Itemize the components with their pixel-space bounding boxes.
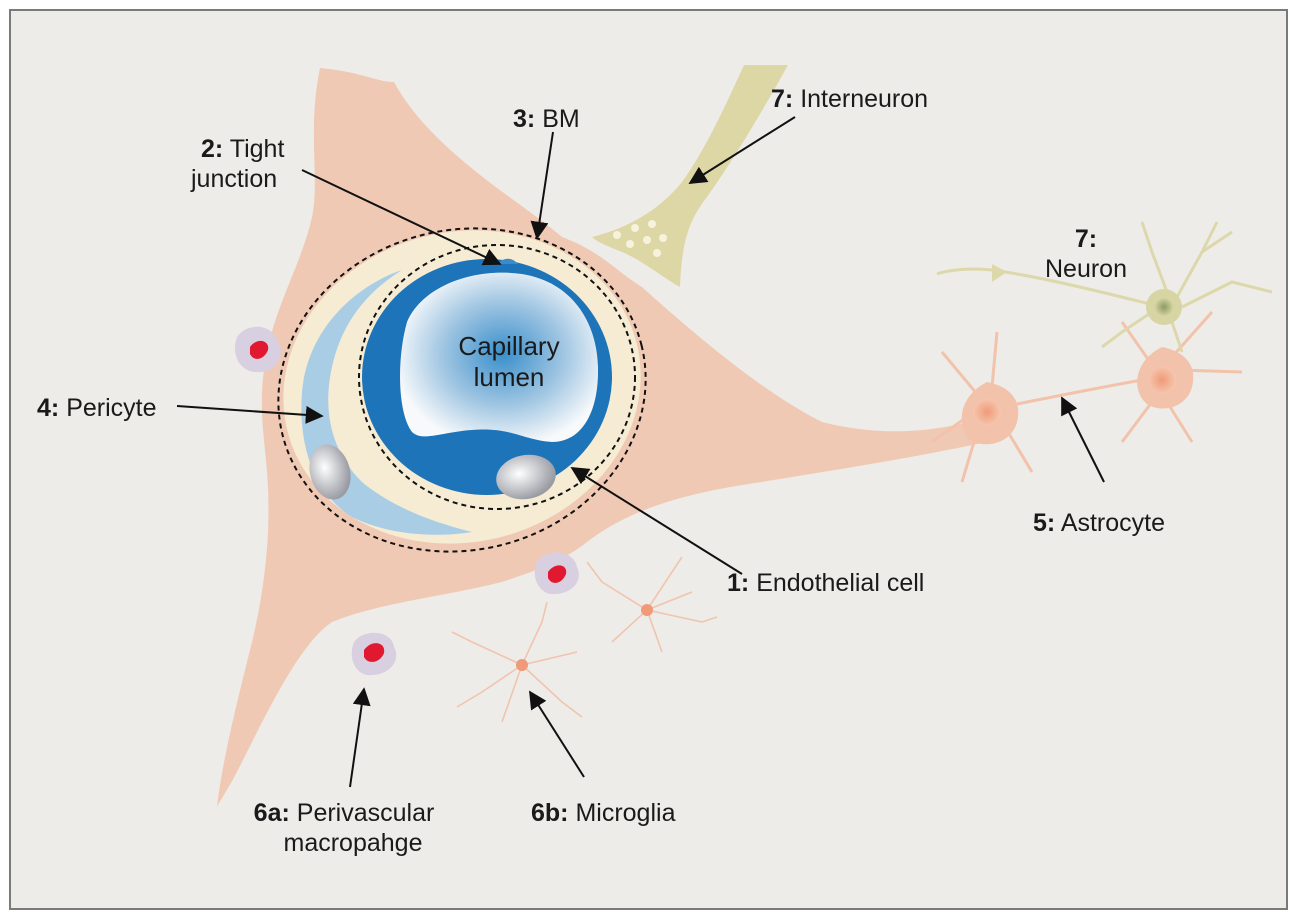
- label-tight-junction-num: 2:: [201, 135, 223, 163]
- astrocyte-cells: [932, 312, 1242, 482]
- label-tight-junction-text2: junction: [191, 164, 284, 194]
- label-tight-junction: 2: Tight junction: [191, 134, 284, 194]
- label-microglia-text: Microglia: [575, 799, 675, 827]
- arrow-perivascular: [350, 689, 364, 787]
- label-endothelial-text: Endothelial cell: [756, 569, 924, 597]
- diagram-frame: Capillary lumen 1: Endothelial cell 2: T…: [9, 9, 1288, 910]
- lumen-line-1: Capillary: [444, 331, 574, 362]
- label-perivascular-text2: macropahge: [209, 828, 479, 858]
- label-pericyte-num: 4:: [37, 394, 59, 422]
- label-perivascular-text1: Perivascular: [297, 799, 435, 827]
- label-pericyte-text: Pericyte: [66, 394, 156, 422]
- label-tight-junction-text1: Tight: [230, 135, 285, 163]
- label-microglia: 6b: Microglia: [531, 798, 675, 828]
- label-interneuron-num: 7:: [771, 85, 793, 113]
- label-interneuron-text: Interneuron: [800, 85, 928, 113]
- capillary-lumen-label: Capillary lumen: [444, 331, 574, 393]
- label-bm-text: BM: [542, 105, 580, 133]
- label-astrocyte-num: 5:: [1033, 509, 1055, 537]
- interneuron-process: [592, 65, 788, 287]
- label-endothelial-num: 1:: [727, 569, 749, 597]
- label-pericyte: 4: Pericyte: [37, 393, 157, 423]
- label-perivascular-macrophage: 6a: Perivascular macropahge: [209, 798, 479, 858]
- label-bm-num: 3:: [513, 105, 535, 133]
- perivascular-macrophage-2: [535, 552, 579, 594]
- label-neuron-text: Neuron: [1021, 254, 1151, 284]
- arrow-microglia: [530, 692, 584, 777]
- label-bm: 3: BM: [513, 104, 580, 134]
- label-perivascular-num: 6a:: [254, 799, 290, 827]
- arrow-bm: [537, 132, 553, 238]
- perivascular-macrophage-3: [352, 633, 397, 675]
- label-microglia-num: 6b:: [531, 799, 569, 827]
- label-neuron-num: 7:: [1075, 225, 1097, 253]
- arrow-astrocyte: [1062, 398, 1104, 482]
- lumen-line-2: lumen: [444, 362, 574, 393]
- label-endothelial-cell: 1: Endothelial cell: [727, 568, 924, 598]
- label-astrocyte-text: Astrocyte: [1061, 509, 1165, 537]
- label-interneuron: 7: Interneuron: [771, 84, 928, 114]
- label-neuron: 7: Neuron: [1021, 224, 1151, 284]
- label-astrocyte: 5: Astrocyte: [1033, 508, 1165, 538]
